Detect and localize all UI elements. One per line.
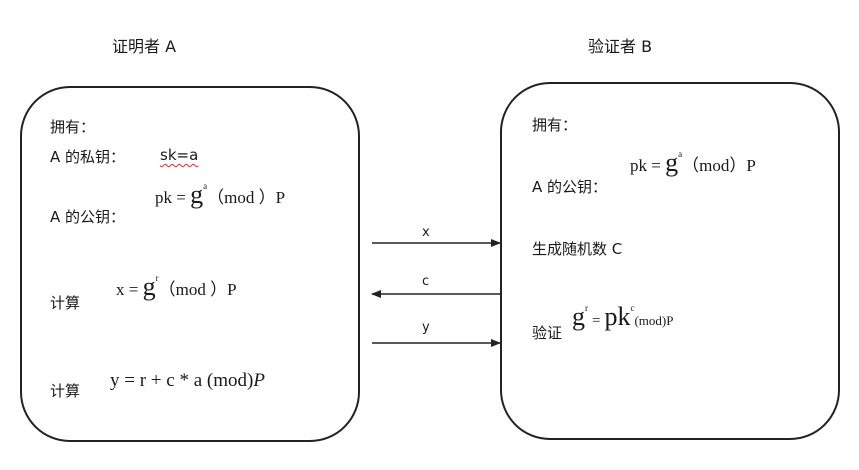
formula-base: g [572,302,585,331]
verifier-has-label: 拥有： [532,116,578,134]
formula-tail: (mod)P [634,313,674,328]
prover-public-key-formula: pk = ga（mod ）P [155,180,285,210]
formula-exponent: r [585,303,588,313]
verifier-random-label: 生成随机数 C [532,240,623,258]
formula-tail: （mod）P [682,156,756,175]
verifier-public-key-formula: pk = ga（mod）P [630,148,756,178]
formula-tail: （mod ）P [158,280,237,299]
message-label-y: y [422,320,430,335]
formula-base: g [665,148,679,177]
formula-equals: = [592,313,601,329]
message-label-c: c [422,274,430,289]
prover-box [20,86,360,442]
formula-italic: P [253,370,265,391]
formula-exponent: r [155,273,159,283]
formula-pk-exponent: c [630,303,635,313]
formula-pk: pk [604,302,631,331]
verifier-verify-label: 验证 [532,324,563,342]
formula-base: g [190,180,204,209]
prover-private-key-label: A 的私钥： [50,148,126,166]
formula-lhs: pk = [630,156,661,175]
prover-has-label: 拥有： [50,118,96,136]
formula-tail: （mod ）P [207,188,286,207]
formula-lhs: pk = [155,188,186,207]
formula-exponent: a [203,181,208,191]
prover-private-key-value: sk=a [160,146,199,164]
verifier-public-key-label: A 的公钥： [532,178,608,196]
prover-compute-x-formula: x = gr（mod ）P [116,272,237,302]
prover-title: 证明者 A [112,37,177,56]
formula-text: y = r + c * a (mod) [110,370,254,391]
verifier-title: 验证者 B [588,37,653,56]
prover-compute-y-label: 计算 [50,382,81,400]
formula-base: g [142,272,156,301]
prover-public-key-label: A 的公钥： [50,208,126,226]
prover-compute-y-formula: y = r + c * a (mod)P [110,370,265,392]
verifier-box [500,82,840,440]
message-label-x: x [422,225,430,240]
formula-lhs: x = [116,280,139,299]
verifier-verify-formula: gr = pkc(mod)P [572,302,673,332]
formula-exponent: a [678,149,683,159]
prover-compute-x-label: 计算 [50,294,81,312]
